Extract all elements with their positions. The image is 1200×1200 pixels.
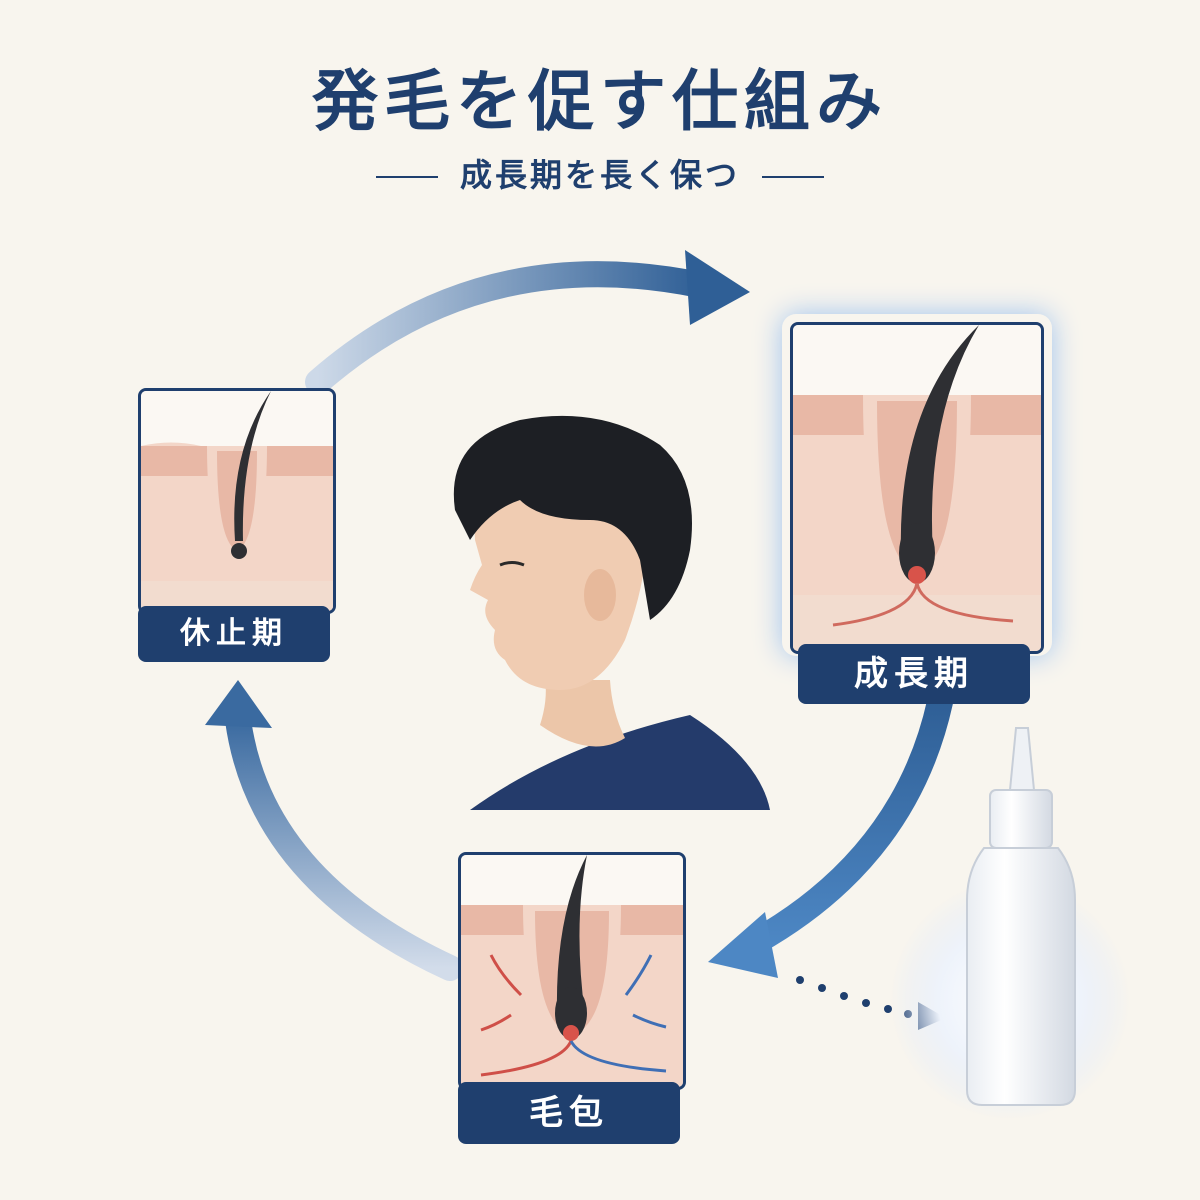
cycle-arrow-icon bbox=[305, 261, 713, 395]
hair-strand-icon bbox=[900, 325, 979, 555]
skin-section-resting bbox=[141, 391, 333, 611]
hair-strand-icon bbox=[556, 855, 587, 1015]
page-title: 発毛を促す仕組み bbox=[312, 62, 888, 140]
growth-stage-label: 成長期 bbox=[798, 644, 1030, 704]
growth-stage-panel bbox=[790, 322, 1044, 654]
subtitle-rule-right bbox=[762, 176, 824, 178]
resting-stage-label: 休止期 bbox=[138, 606, 330, 662]
subtitle-rule-left bbox=[375, 176, 438, 178]
hair-strand-icon bbox=[234, 391, 271, 541]
bottle-icon bbox=[966, 727, 1076, 1106]
follicle-label: 毛包 bbox=[458, 1082, 680, 1144]
cycle-arrow-icon bbox=[737, 689, 953, 958]
skin-section-growth bbox=[793, 325, 1041, 651]
page-subtitle: 成長期を長く保つ bbox=[0, 150, 1200, 196]
cycle-arrow-head-right bbox=[708, 912, 778, 978]
cycle-arrow-head-left bbox=[205, 680, 272, 728]
skin-section-follicle bbox=[461, 855, 683, 1087]
cycle-arrow-head-top bbox=[685, 250, 750, 325]
cycle-arrow-icon bbox=[225, 707, 463, 981]
follicle-panel bbox=[458, 852, 686, 1090]
resting-stage-panel bbox=[138, 388, 336, 614]
head-profile-icon bbox=[453, 415, 770, 810]
subtitle-text: 成長期を長く保つ bbox=[459, 156, 740, 194]
